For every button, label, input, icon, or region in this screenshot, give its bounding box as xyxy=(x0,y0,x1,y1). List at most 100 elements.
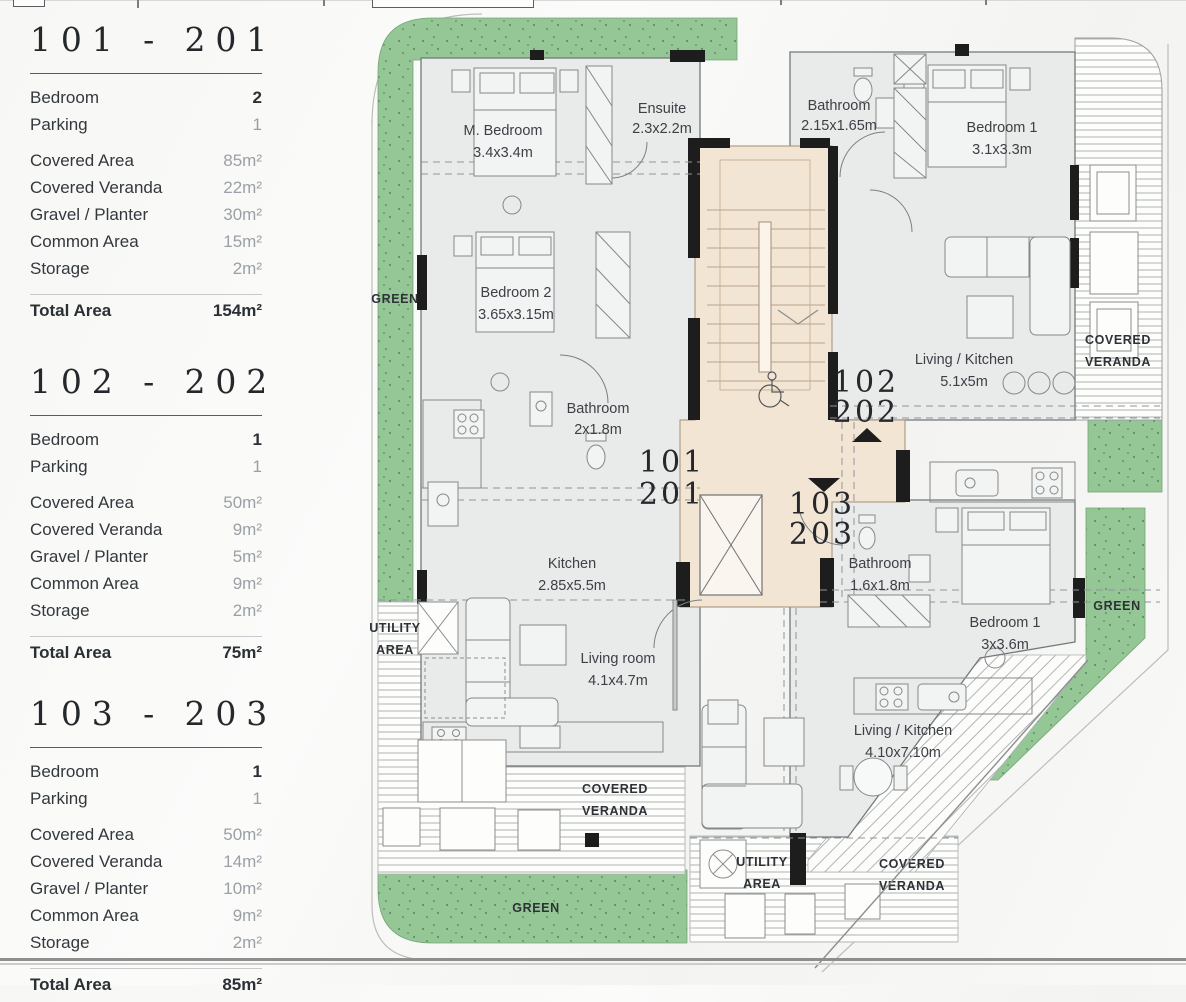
spec-value: 50m² xyxy=(223,825,262,844)
utility-box xyxy=(699,839,747,889)
spec-value: 1 xyxy=(252,115,262,134)
unit-title: 102 - 202 xyxy=(30,362,278,401)
dining-set xyxy=(839,757,908,797)
side-table xyxy=(451,69,471,93)
door-arc xyxy=(653,599,703,649)
bathroom-fixtures xyxy=(853,67,895,129)
core-floor xyxy=(679,145,906,608)
spec-label: Parking xyxy=(30,789,88,808)
stair-direction-chevron xyxy=(777,309,819,325)
floor-plan: M. Bedroom 3.4x3.4m Ensuite 2.3x2.2m Bat… xyxy=(370,13,1169,973)
covered-veranda-label: COVERED xyxy=(582,782,648,796)
total-label: Total Area xyxy=(30,643,112,662)
total-value: 85m² xyxy=(222,975,262,994)
spec-value: 30m² xyxy=(223,205,262,224)
door-arc xyxy=(797,499,844,546)
spec-label: Gravel / Planter xyxy=(30,879,149,898)
wardrobe xyxy=(893,87,927,179)
spec-value: 5m² xyxy=(232,547,262,566)
spec-label: Covered Veranda xyxy=(30,852,163,871)
room-dims: 2.3x2.2m xyxy=(632,121,692,137)
utility-area-label: AREA xyxy=(743,877,781,891)
room-dims: 2x1.8m xyxy=(574,422,622,438)
bar-stool xyxy=(1002,371,1026,395)
spec-value: 22m² xyxy=(223,178,262,197)
total-divider xyxy=(30,636,262,637)
room-labels: M. Bedroom 3.4x3.4m Ensuite 2.3x2.2m Bat… xyxy=(464,98,1041,761)
spec-label: Parking xyxy=(30,115,88,134)
room-dims: 2.85x5.5m xyxy=(538,578,606,594)
green-zone-bottom xyxy=(377,869,688,944)
side-table xyxy=(935,507,959,533)
top-fragment-box xyxy=(372,0,534,8)
total-divider xyxy=(30,294,262,295)
utility-area-label: UTILITY xyxy=(736,855,787,869)
spec-label: Covered Veranda xyxy=(30,520,163,539)
covered-veranda-label: VERANDA xyxy=(879,879,945,893)
unit-number: 201 xyxy=(639,477,705,512)
outdoor-table xyxy=(382,807,421,847)
kitchen-counter xyxy=(853,677,1033,715)
spec-value: 2m² xyxy=(232,259,262,278)
outdoor-table xyxy=(517,809,561,851)
room-dims: 4.10x7.10m xyxy=(865,745,941,761)
entry-arrows xyxy=(808,428,882,492)
covered-veranda-label: VERANDA xyxy=(582,804,648,818)
spec-label: Covered Veranda xyxy=(30,178,163,197)
covered-veranda-label: COVERED xyxy=(1085,333,1151,347)
door-arc xyxy=(559,354,609,404)
room-label: Bathroom xyxy=(808,98,871,114)
spec-value: 50m² xyxy=(223,493,262,512)
spec-label: Common Area xyxy=(30,906,139,925)
bed xyxy=(473,67,557,177)
spec-label: Bedroom xyxy=(30,762,99,781)
entry-arrow-up xyxy=(852,428,882,442)
green-label: GREEN xyxy=(512,901,559,915)
room-label: M. Bedroom xyxy=(464,123,543,139)
room-dims: 1.6x1.8m xyxy=(850,578,910,594)
spec-value: 9m² xyxy=(232,520,262,539)
wardrobe xyxy=(585,65,613,185)
total-label: Total Area xyxy=(30,301,112,320)
sofa xyxy=(465,597,559,727)
top-edge-line xyxy=(0,0,1186,1)
spec-label: Bedroom xyxy=(30,430,99,449)
spec-value: 2m² xyxy=(232,601,262,620)
spec-value: 1 xyxy=(252,789,262,808)
unit-102-furniture xyxy=(853,53,1076,503)
spec-label: Storage xyxy=(30,259,90,278)
wardrobe xyxy=(847,594,931,628)
spec-label: Gravel / Planter xyxy=(30,547,149,566)
balcony-box-inner xyxy=(1096,171,1130,215)
spec-value: 15m² xyxy=(223,232,262,251)
storage-box xyxy=(784,893,816,935)
room-label: Ensuite xyxy=(638,101,686,117)
top-fragment-tick xyxy=(780,0,782,5)
spec-label: Common Area xyxy=(30,574,139,593)
spec-value: 14m² xyxy=(223,852,262,871)
spec-label: Covered Area xyxy=(30,493,134,512)
bar-stool xyxy=(1052,371,1076,395)
storage-box xyxy=(724,893,766,939)
side-table xyxy=(559,69,579,93)
tv-wall xyxy=(672,599,678,711)
unit-number: 101 xyxy=(639,445,705,480)
top-fragment-tick xyxy=(985,0,987,5)
room-dims: 3.1x3.3m xyxy=(972,142,1032,158)
covered-veranda-label: VERANDA xyxy=(1085,355,1151,369)
top-fragment-tick xyxy=(137,0,139,8)
bed xyxy=(927,64,1007,168)
sofa xyxy=(944,236,1071,336)
side-table xyxy=(453,235,473,257)
unit-103-furniture xyxy=(701,507,1051,830)
room-dims: 3x3.6m xyxy=(981,637,1029,653)
balcony-box xyxy=(1089,231,1139,295)
unit-number: 102 xyxy=(833,365,899,400)
total-divider xyxy=(30,968,262,969)
bathroom-fixtures xyxy=(529,391,607,470)
unit-number: 202 xyxy=(833,395,899,430)
covered-veranda-diagonal xyxy=(807,654,1087,873)
veranda-furniture xyxy=(382,164,1139,939)
room-label: Living / Kitchen xyxy=(854,723,952,739)
